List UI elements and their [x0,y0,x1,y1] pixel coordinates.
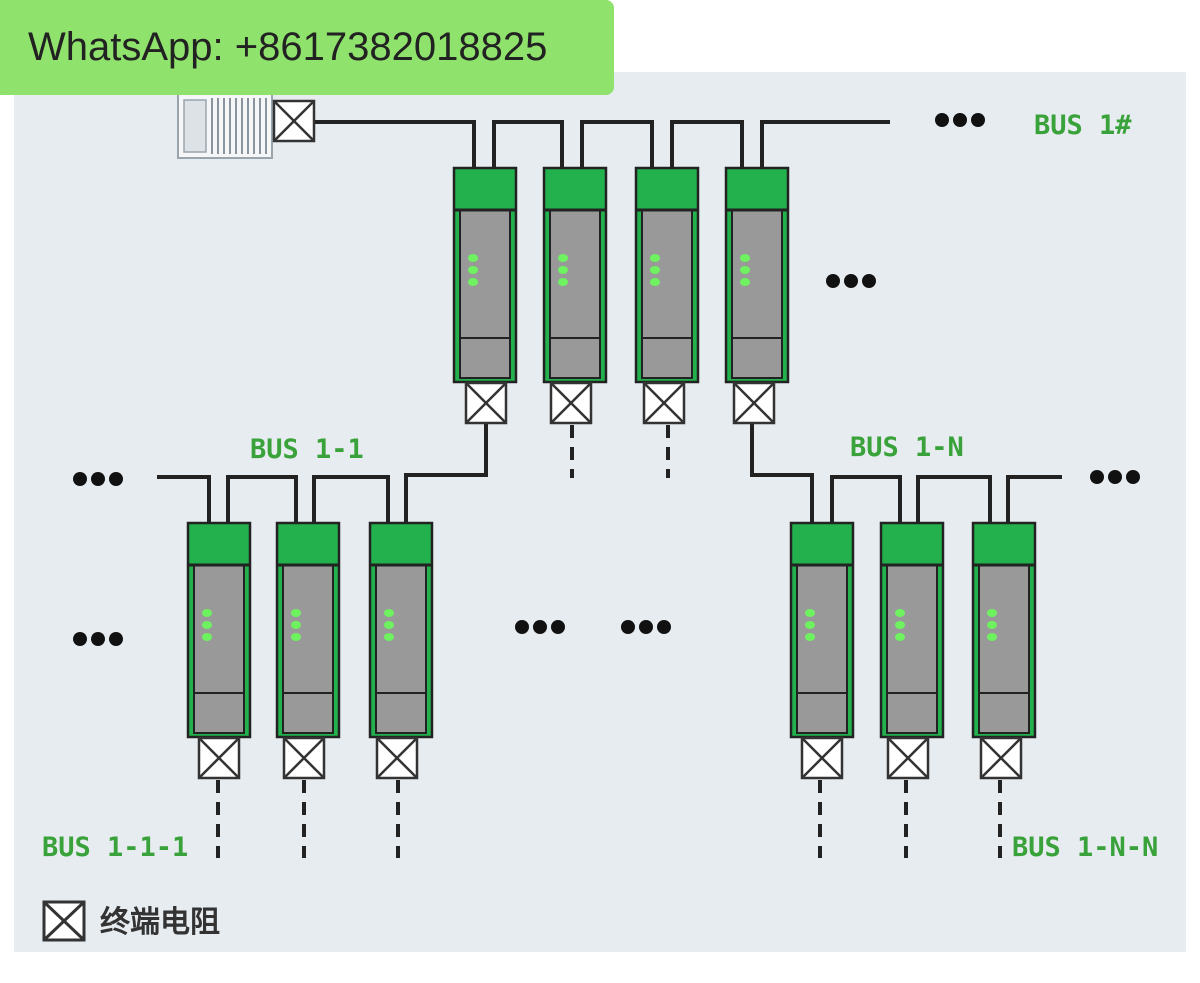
status-led [650,278,660,286]
status-led [202,633,212,641]
terminator-resistor-icon [375,736,419,780]
bus-wire [916,475,992,523]
bus-wire [580,120,654,168]
status-led [805,633,815,641]
io-module [275,521,341,739]
watermark-banner: WhatsApp: +8617382018825 [0,0,614,95]
bus-wire [760,120,890,168]
terminator-resistor-icon [272,99,316,143]
status-led [468,266,478,274]
legend-label: 终端电阻 [100,905,220,940]
status-led [468,278,478,286]
ellipsis-dots [621,620,671,634]
status-led [740,266,750,274]
bus-wire [312,475,390,523]
status-led [291,633,301,641]
status-led [384,621,394,629]
ellipsis-dots [826,274,876,288]
terminators [197,99,1023,780]
bus-label-branch-left: BUS 1-1 [250,434,364,465]
terminator-resistor-icon [197,736,241,780]
status-led [740,254,750,262]
bus-wire [492,120,564,168]
io-module [368,521,434,739]
bus-wire [1006,475,1062,523]
status-led [895,621,905,629]
bus-wire [670,120,744,168]
status-led [202,621,212,629]
legend: 终端电阻 [42,900,220,942]
bus-wire [314,120,476,168]
bus-wire [226,475,298,523]
status-led [291,621,301,629]
bus-wire [404,423,488,523]
status-led [558,266,568,274]
io-module [634,166,700,384]
status-led [291,609,301,617]
io-module [789,521,855,739]
io-module [452,166,518,384]
bus-label-branch-right: BUS 1-N [850,432,964,463]
io-modules [186,166,1037,739]
terminator-resistor-icon [282,736,326,780]
terminator-resistor-icon [549,381,593,425]
bus-wire [750,423,814,523]
ellipsis-dots [515,620,565,634]
terminator-resistor-icon [800,736,844,780]
status-led [895,609,905,617]
status-led [987,633,997,641]
bus-label-sub-left: BUS 1-1-1 [42,832,188,863]
bus-wire [830,475,902,523]
terminator-resistor-icon [642,381,686,425]
ellipsis-dots [1090,470,1140,484]
status-led [740,278,750,286]
status-led [987,621,997,629]
terminator-resistor-icon [732,381,776,425]
status-led [895,633,905,641]
status-led [987,609,997,617]
status-led [202,609,212,617]
status-led [805,609,815,617]
io-module [724,166,790,384]
status-led [468,254,478,262]
ellipsis-marks [73,113,1140,646]
terminator-resistor-icon [464,381,508,425]
watermark-text: WhatsApp: +8617382018825 [28,25,548,69]
status-led [650,266,660,274]
plc-controller-icon [177,91,273,159]
status-led [805,621,815,629]
io-module [971,521,1037,739]
io-module [879,521,945,739]
bus-label-sub-right: BUS 1-N-N [1012,832,1158,863]
ellipsis-dots [935,113,985,127]
status-led [384,609,394,617]
bus-wires [157,120,1062,858]
io-module [186,521,252,739]
terminator-resistor-icon [979,736,1023,780]
ellipsis-dots [73,472,123,486]
terminator-resistor-icon [42,900,86,942]
status-led [558,278,568,286]
status-led [650,254,660,262]
terminator-resistor-icon [886,736,930,780]
bus-label-main: BUS 1# [1034,110,1132,141]
ellipsis-dots [73,632,123,646]
bus-wire [157,475,211,523]
status-led [558,254,568,262]
status-led [384,633,394,641]
io-module [542,166,608,384]
